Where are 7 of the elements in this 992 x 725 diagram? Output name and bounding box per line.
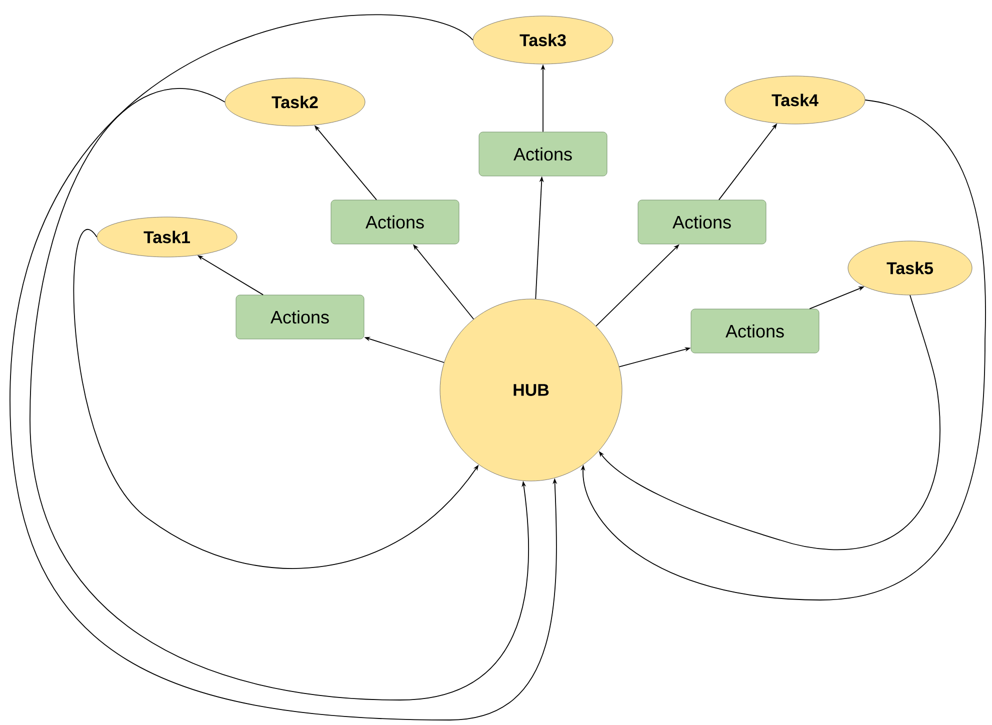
actions-box: Actions — [236, 294, 364, 340]
actions-box: Actions — [330, 200, 460, 244]
actions-box: Actions — [690, 308, 820, 354]
arrow — [30, 88, 529, 700]
actions-box: Actions — [638, 200, 766, 244]
actions-box: Actions — [478, 132, 608, 176]
arrow — [580, 100, 986, 600]
